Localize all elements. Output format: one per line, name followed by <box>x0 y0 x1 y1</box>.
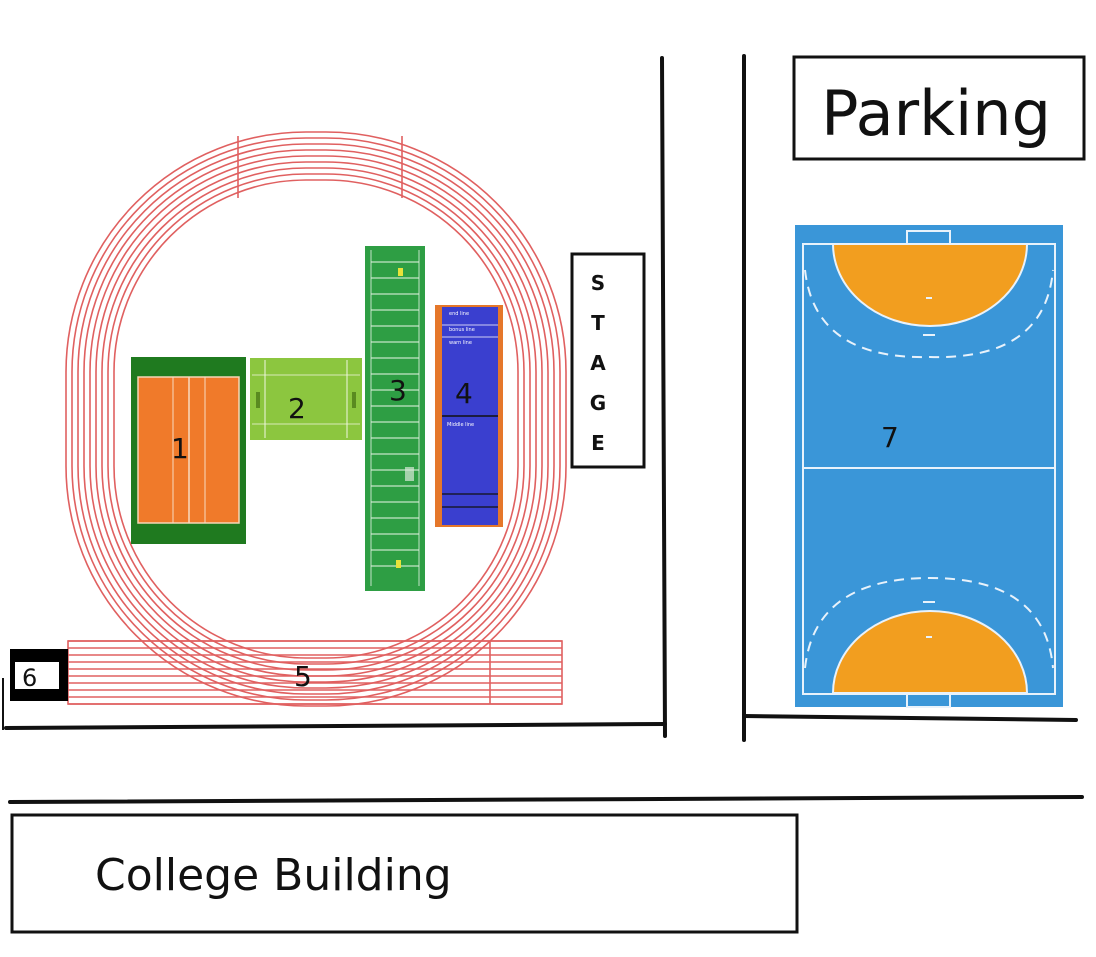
track-straight <box>67 640 563 705</box>
road-lines <box>4 54 1084 804</box>
kabaddi-middle-line-label: Middle line <box>447 422 474 428</box>
football-field <box>365 246 425 591</box>
football-field-surface <box>365 246 425 591</box>
kabaddi-end-line-label: end line <box>449 311 469 317</box>
parking-label: Parking <box>821 77 1051 150</box>
track-cross-lines <box>237 136 491 704</box>
stage-box <box>570 252 646 469</box>
road-line-left-horizontal <box>4 722 667 730</box>
handball-goal-area-bottom <box>831 610 1029 694</box>
road-line-left-vertical <box>660 56 667 738</box>
cricket-pitch <box>250 358 362 440</box>
kabaddi-bonus-line-label: bonus line <box>449 327 475 333</box>
zone-7-label: 7 <box>881 421 899 454</box>
zone-2-label: 2 <box>288 392 306 425</box>
zone-5-label: 5 <box>294 660 312 693</box>
volleyball-court <box>131 357 246 544</box>
handball-goal-area-top <box>831 243 1029 327</box>
zone-numbers: 1 2 3 4 5 6 7 <box>22 374 899 693</box>
kabaddi-court: end line bonus line warn line Middle lin… <box>435 305 503 527</box>
handball-court <box>795 225 1063 708</box>
college-building-label: College Building <box>95 850 452 901</box>
road-line-right-horizontal <box>742 714 1078 722</box>
cricket-pitch-surface <box>250 358 362 440</box>
kabaddi-warn-line-label: warn line <box>449 340 472 346</box>
parking-block: Parking <box>792 55 1086 161</box>
zone-1-label: 1 <box>171 432 189 465</box>
parking-box <box>792 55 1086 161</box>
college-building-box <box>10 813 799 934</box>
zone-4-label: 4 <box>455 377 473 410</box>
zone-6-label: 6 <box>22 664 37 692</box>
zone-6-box <box>2 649 68 730</box>
zone-3-label: 3 <box>389 374 407 407</box>
college-building-block: College Building <box>10 813 799 934</box>
running-track <box>65 131 567 707</box>
road-line-long <box>8 795 1084 804</box>
